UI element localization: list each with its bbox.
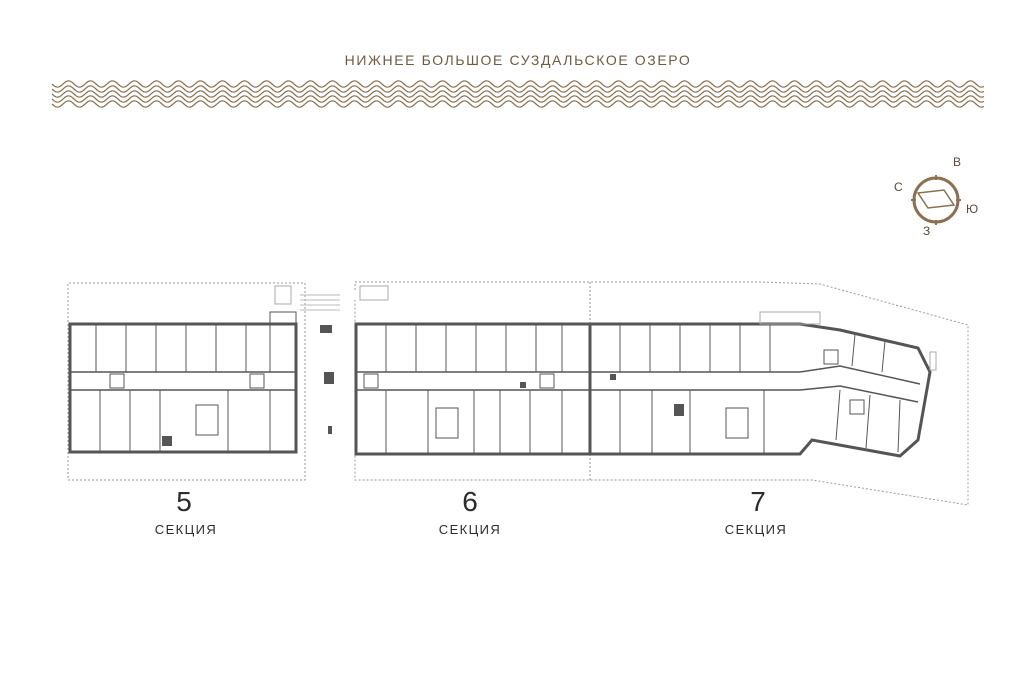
section-5-label: СЕКЦИЯ bbox=[154, 522, 218, 537]
section-7-plan bbox=[590, 311, 937, 458]
section-6-number: 6 bbox=[462, 486, 478, 517]
section-5-number: 5 bbox=[176, 486, 192, 517]
compass-east-label: В bbox=[953, 155, 962, 169]
section-6-plan bbox=[354, 285, 592, 456]
wave-line bbox=[51, 85, 985, 93]
compass-west-label: З bbox=[923, 224, 931, 238]
section-5-plan bbox=[68, 285, 298, 454]
section-6-label: СЕКЦИЯ bbox=[438, 522, 502, 537]
section-7-number: 7 bbox=[750, 486, 766, 517]
wave-line bbox=[51, 100, 985, 108]
compass-south-label: Ю bbox=[966, 202, 979, 216]
wave-line bbox=[51, 80, 985, 88]
wave-line bbox=[51, 95, 985, 103]
compass-north-label: С bbox=[894, 180, 903, 194]
lake-title: НИЖНЕЕ БОЛЬШОЕ СУЗДАЛЬСКОЕ ОЗЕРО bbox=[344, 52, 692, 68]
section-7-label: СЕКЦИЯ bbox=[724, 522, 788, 537]
wave-line bbox=[51, 90, 985, 98]
